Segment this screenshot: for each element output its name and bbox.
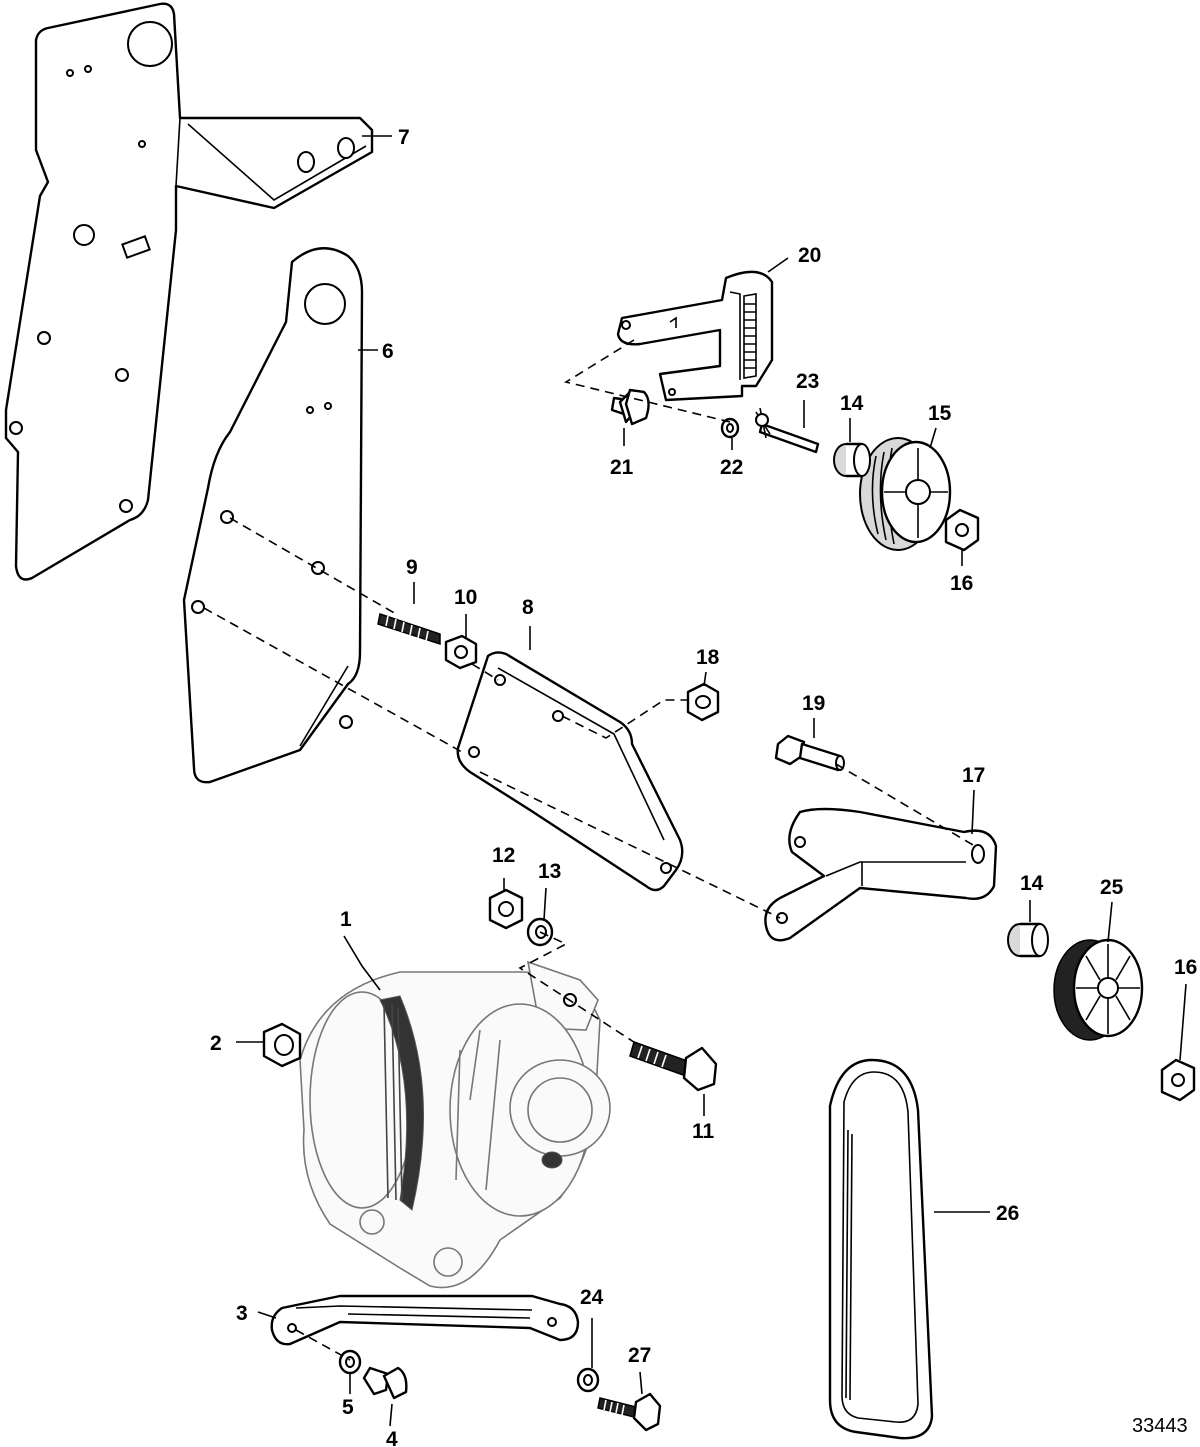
assembly-lines [203,339,979,1361]
part-7-rear-bracket [4,2,374,581]
callout-14-upper: 14 [840,392,864,415]
part-26-belt [828,1058,934,1440]
callout-19: 19 [802,692,825,715]
callout-8: 8 [522,596,534,619]
part-22-washer [720,417,740,439]
callout-14-lower: 14 [1020,872,1044,895]
callout-labels: 1 2 3 4 5 6 7 8 9 10 11 12 13 14 14 15 1… [210,126,1197,1447]
part-16-nut-upper [944,508,980,552]
part-11-bolt [629,1041,718,1092]
part-5-washer [338,1349,362,1375]
callout-12: 12 [492,844,515,867]
part-23-shaft [755,407,820,454]
callout-7: 7 [398,126,410,149]
callout-16-lower: 16 [1174,956,1197,979]
callout-10: 10 [454,586,477,609]
part-1-alternator [299,960,611,1289]
part-27-bolt [597,1392,662,1432]
part-15-pulley [859,437,952,551]
callout-11: 11 [692,1120,715,1143]
part-4-bolt [362,1366,408,1400]
callout-25: 25 [1100,876,1124,899]
part-17-idler-arm [764,807,998,942]
part-6-front-bracket [182,247,364,784]
callout-26: 26 [996,1202,1019,1225]
part-20-tensioner-bracket [616,270,774,402]
callout-13: 13 [538,860,561,883]
figure-number: 33443 [1132,1415,1188,1437]
part-21-bolt [610,388,650,426]
part-19-bolt [774,734,845,772]
part-14-bushing-upper [833,442,871,478]
callout-15: 15 [928,402,952,425]
callout-17: 17 [962,764,985,787]
callout-9: 9 [406,556,418,579]
callout-20: 20 [798,244,821,267]
part-18-nut [686,682,720,722]
callout-2: 2 [210,1032,222,1055]
part-14-bushing-lower [1007,922,1049,958]
part-8-plate [456,651,684,892]
callout-23: 23 [796,370,819,393]
part-16-nut-lower [1160,1058,1196,1102]
part-10-nut [444,634,478,670]
callout-27: 27 [628,1344,651,1367]
callout-1: 1 [340,908,352,931]
part-12-nut [488,888,524,930]
callout-3: 3 [236,1302,248,1325]
callout-16-upper: 16 [950,572,973,595]
callout-21: 21 [610,456,634,479]
callout-6: 6 [382,340,394,363]
part-3-strap [270,1294,580,1346]
callout-5: 5 [342,1396,354,1419]
callout-4: 4 [386,1428,398,1447]
leader-lines [236,135,1187,1427]
part-24-washer [576,1367,600,1393]
part-25-pulley [1053,938,1144,1041]
part-9-stud [377,613,441,646]
callout-22: 22 [720,456,743,479]
callout-24: 24 [580,1286,604,1309]
callout-18: 18 [696,646,720,669]
part-2-nut [262,1022,302,1068]
